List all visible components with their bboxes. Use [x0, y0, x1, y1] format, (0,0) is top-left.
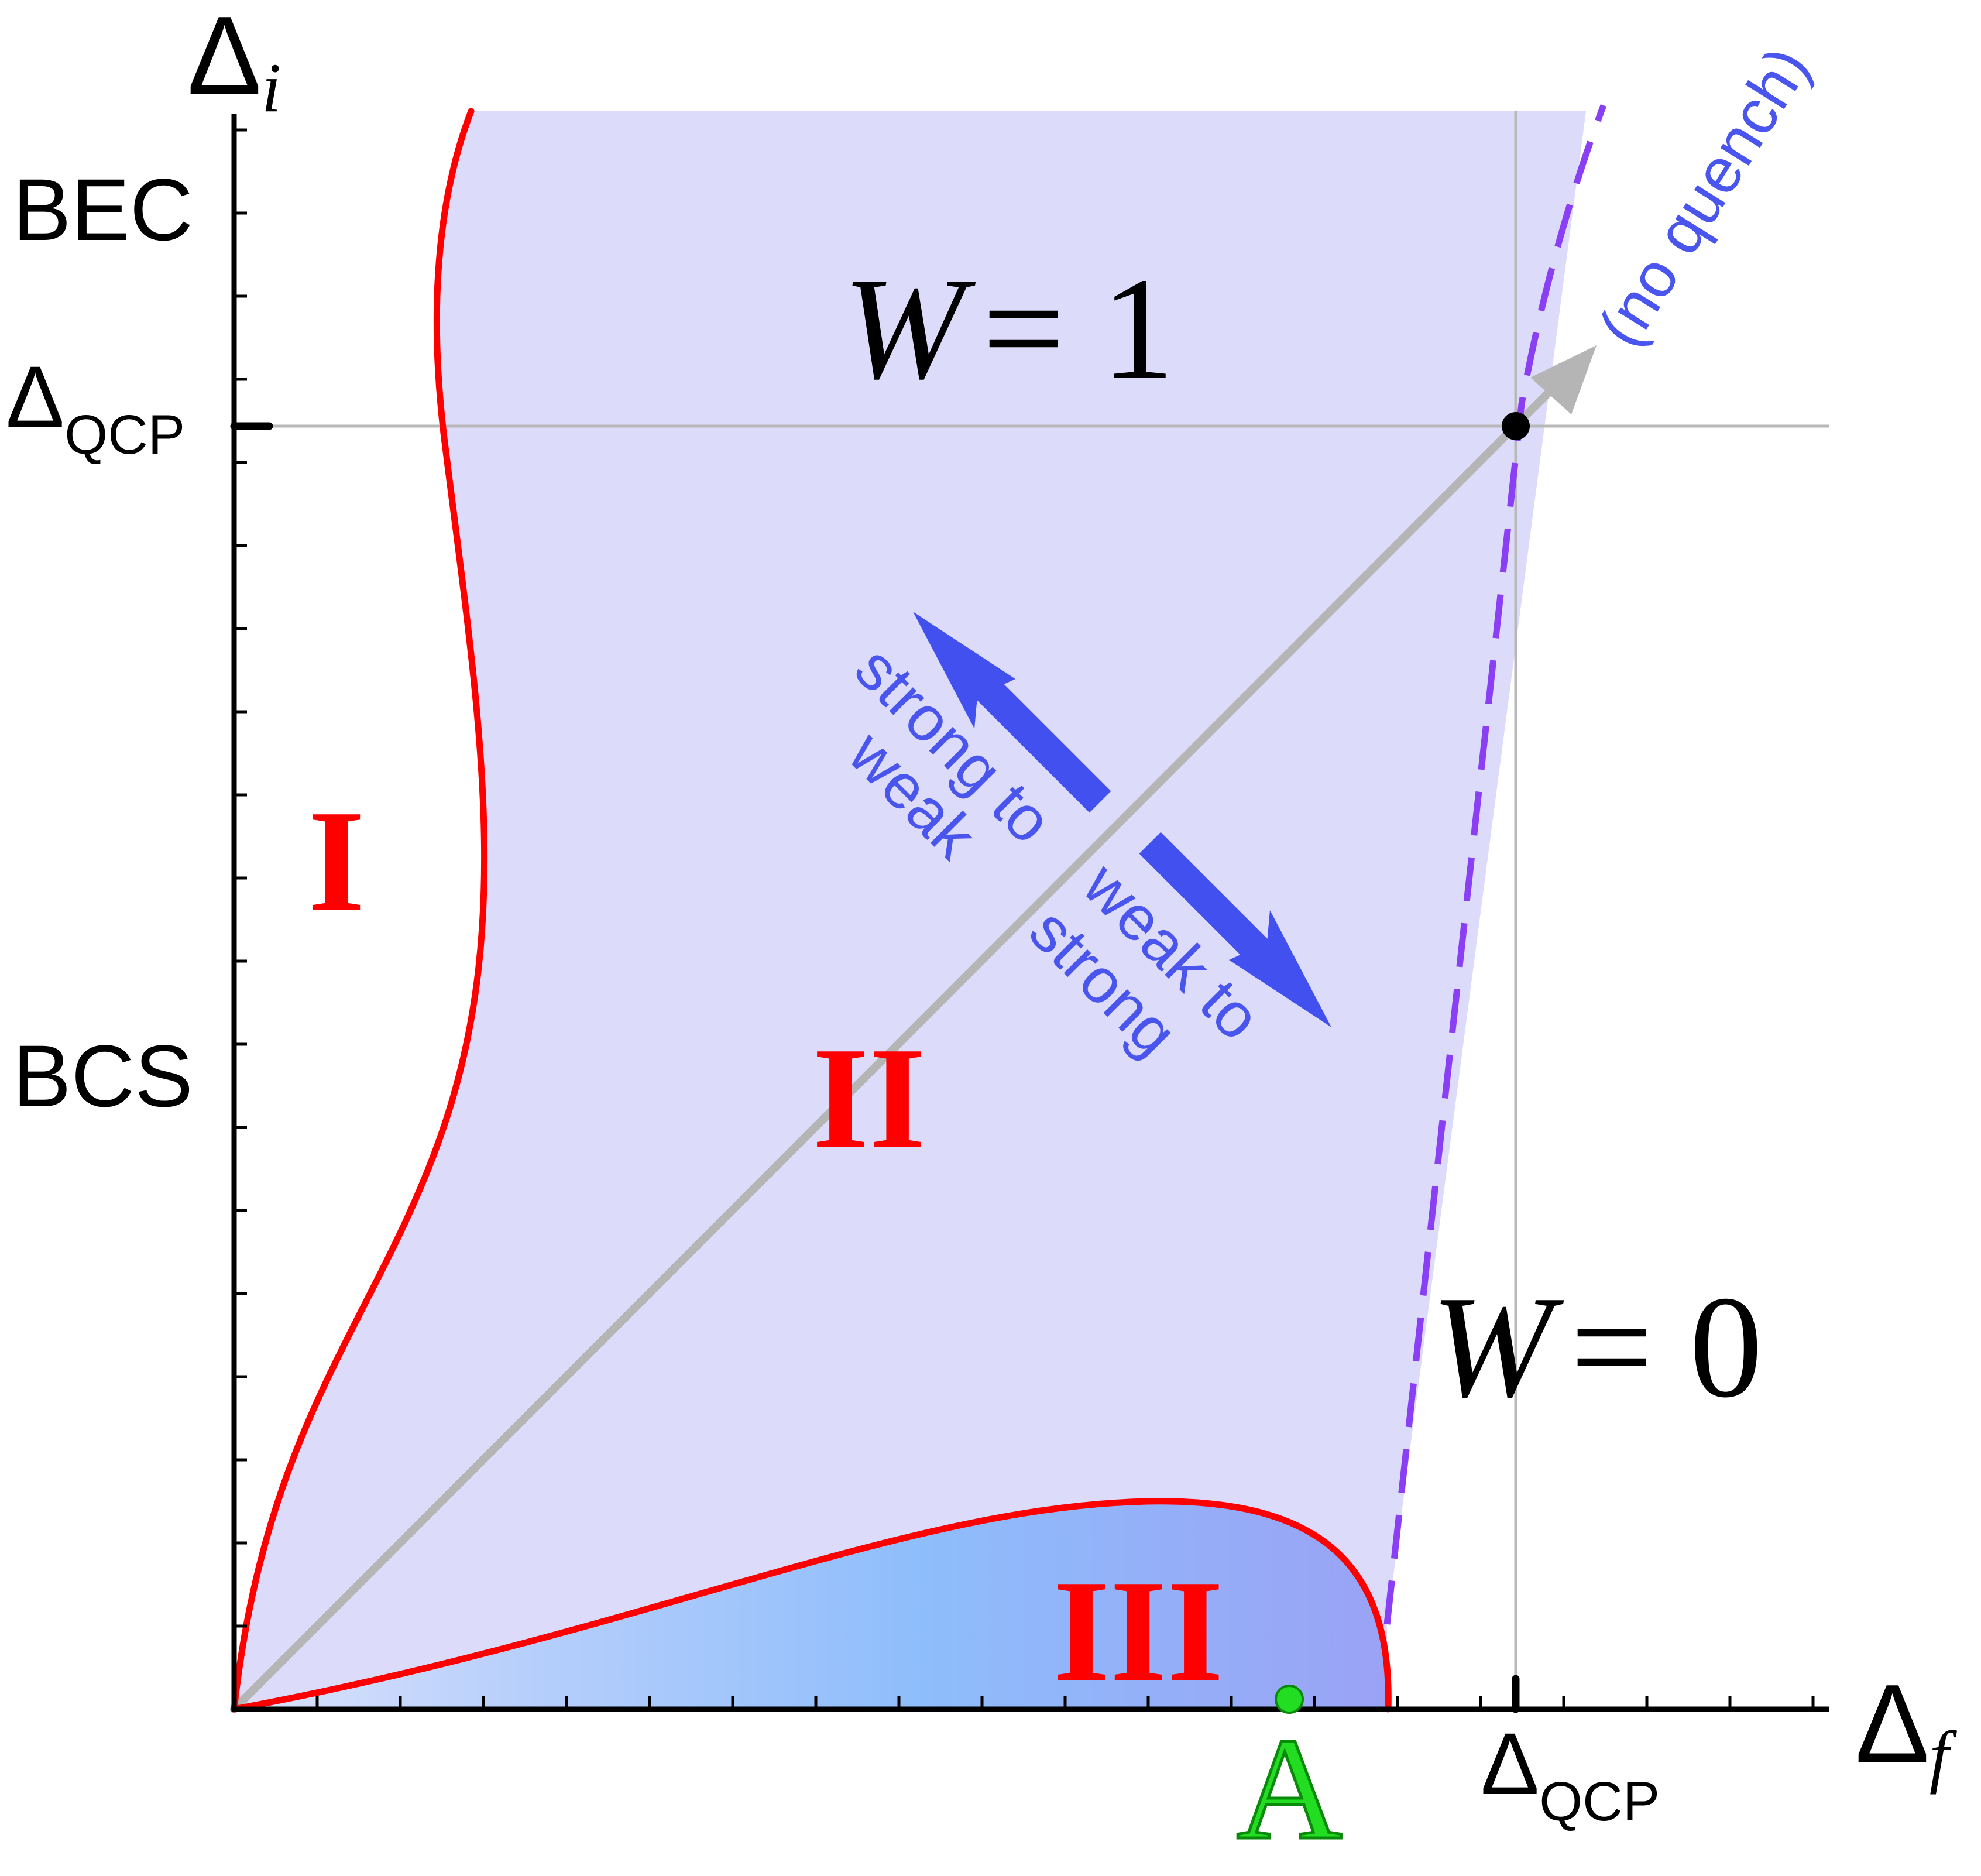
region-iii-label: III — [1053, 1550, 1224, 1712]
x-axis-title: Δf — [1855, 1662, 1958, 1795]
y-tick-label-bec: BEC — [13, 160, 193, 259]
point-a-label: A — [1237, 1708, 1343, 1870]
region-i-label: I — [308, 780, 365, 942]
no-quench-diagonal — [230, 368, 1574, 1713]
x-axis-ticks — [315, 1696, 1815, 1709]
point-a-marker — [1275, 1685, 1304, 1714]
region-w1-fill — [234, 111, 1586, 1709]
boundary-dashed — [1383, 104, 1607, 1625]
winding-w0-label: W= 0 — [1431, 1266, 1763, 1428]
no-quench-arrowhead — [1530, 345, 1597, 414]
y-axis-title: Δi — [187, 0, 281, 126]
qcp-point — [1502, 412, 1530, 440]
region-ii-label: II — [812, 1017, 926, 1179]
x-tick-label-qcp: ΔQCP — [1481, 1714, 1660, 1833]
strong-to-weak-arrow — [913, 612, 1111, 813]
weak-to-strong-arrow — [1139, 832, 1331, 1027]
boundary-region-i — [231, 108, 488, 1713]
no-quench-label: (no quench) — [1584, 35, 1823, 358]
boundary-region-iii — [231, 1498, 1392, 1713]
y-tick-label-bcs: BCS — [13, 1027, 193, 1125]
winding-w1-label: W= 1 — [843, 248, 1175, 410]
y-axis-ticks — [234, 128, 247, 1628]
region-iii-fill — [234, 1501, 1389, 1709]
y-tick-label-qcp: ΔQCP — [6, 348, 185, 466]
